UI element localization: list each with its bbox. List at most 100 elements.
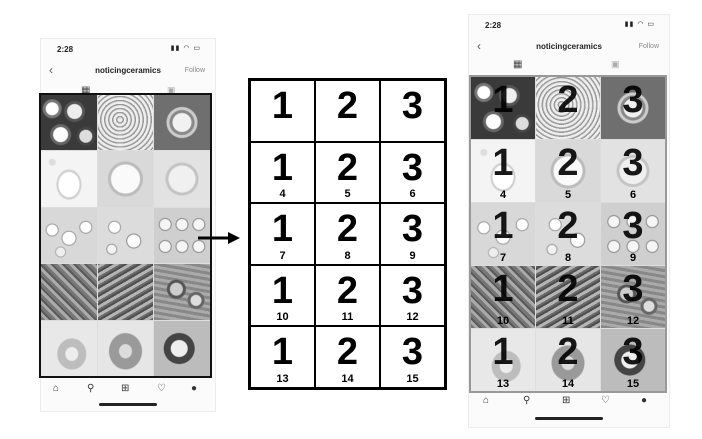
heart-icon[interactable]: ♡ [601, 395, 610, 406]
post-thumbnail[interactable] [154, 207, 210, 264]
column-number: 3 [401, 208, 424, 251]
post-thumbnail[interactable] [154, 320, 210, 376]
status-time: 2:28 [57, 45, 74, 54]
chevron-left-icon[interactable]: ‹ [49, 63, 53, 77]
post-thumbnail[interactable]: 2 [536, 77, 600, 139]
search-icon[interactable]: ⚲ [87, 383, 95, 394]
number-overlay: 2 [536, 77, 600, 139]
post-number: 15 [406, 372, 419, 385]
grid-icon[interactable]: ▦ [81, 85, 91, 96]
post-number: 4 [279, 188, 286, 201]
chevron-left-icon[interactable]: ‹ [477, 39, 481, 53]
heart-icon[interactable]: ♡ [157, 383, 166, 394]
column-number: 1 [271, 331, 294, 374]
post-number: 8 [564, 252, 572, 264]
column-number: 3 [401, 331, 424, 374]
profile-header: ‹ noticingceramics Follow [469, 37, 669, 59]
username: noticingceramics [536, 42, 602, 51]
bottom-nav: ⌂ ⚲ ⊞ ♡ ● [41, 381, 215, 399]
post-thumbnail[interactable] [97, 320, 154, 376]
tagged-icon[interactable]: ▣ [611, 59, 620, 69]
column-number: 2 [557, 268, 579, 310]
post-number: 14 [561, 378, 575, 390]
add-icon[interactable]: ⊞ [562, 395, 571, 406]
post-thumbnail[interactable] [41, 95, 97, 151]
column-number: 2 [336, 269, 359, 312]
post-number: 7 [499, 252, 507, 264]
phone-left: 2:28 ▮▮ ◠ ▭ ‹ noticingceramics Follow ▦ … [39, 38, 216, 412]
post-thumbnail[interactable]: 3 [601, 77, 665, 139]
column-number: 2 [336, 146, 359, 189]
post-grid [39, 93, 212, 378]
status-bar: 2:28 ▮▮ ◠ ▭ [41, 39, 215, 57]
column-number: 2 [336, 85, 359, 127]
search-icon[interactable]: ⚲ [523, 395, 531, 406]
post-thumbnail[interactable] [41, 320, 97, 376]
profile-icon[interactable]: ● [641, 395, 648, 406]
home-indicator [535, 417, 603, 420]
home-indicator [99, 403, 157, 406]
post-thumbnail[interactable] [41, 207, 97, 264]
post-thumbnail[interactable] [41, 151, 97, 207]
post-number: 14 [341, 372, 354, 385]
column-number: 3 [622, 79, 644, 121]
post-thumbnail[interactable] [154, 151, 210, 207]
diagram-cell: 1 [250, 80, 315, 142]
post-thumbnail[interactable] [97, 95, 154, 151]
column-number: 3 [401, 269, 424, 312]
grid-icon[interactable]: ▦ [513, 59, 523, 70]
post-thumbnail[interactable] [154, 95, 210, 151]
add-icon[interactable]: ⊞ [121, 383, 130, 394]
follow-button[interactable]: Follow [638, 43, 659, 50]
post-number: 7 [279, 249, 286, 262]
post-thumbnail[interactable]: 1 [471, 77, 535, 139]
column-number: 1 [492, 79, 514, 121]
home-icon[interactable]: ⌂ [483, 395, 490, 406]
post-thumbnail[interactable] [41, 264, 97, 320]
post-thumbnail[interactable] [97, 151, 154, 207]
tagged-icon[interactable]: ▣ [167, 85, 176, 95]
post-thumbnail[interactable] [97, 264, 154, 320]
post-number: 10 [276, 311, 289, 324]
column-number: 3 [401, 146, 424, 189]
post-thumbnail[interactable] [97, 207, 154, 264]
column-number: 1 [271, 85, 294, 127]
follow-button[interactable]: Follow [184, 67, 205, 74]
profile-header: ‹ noticingceramics Follow [41, 61, 215, 83]
phone-right: 2:28 ▮▮ ◠ ▭ ‹ noticingceramics Follow ▦ … [468, 14, 670, 428]
home-icon[interactable]: ⌂ [53, 383, 60, 394]
post-thumbnail[interactable] [154, 264, 210, 320]
username: noticingceramics [95, 66, 161, 75]
profile-icon[interactable]: ● [191, 383, 198, 394]
post-number: 8 [344, 249, 351, 262]
diagram-cell: 3 [380, 80, 445, 142]
status-icons: ▮▮ ◠ ▭ [624, 21, 655, 28]
